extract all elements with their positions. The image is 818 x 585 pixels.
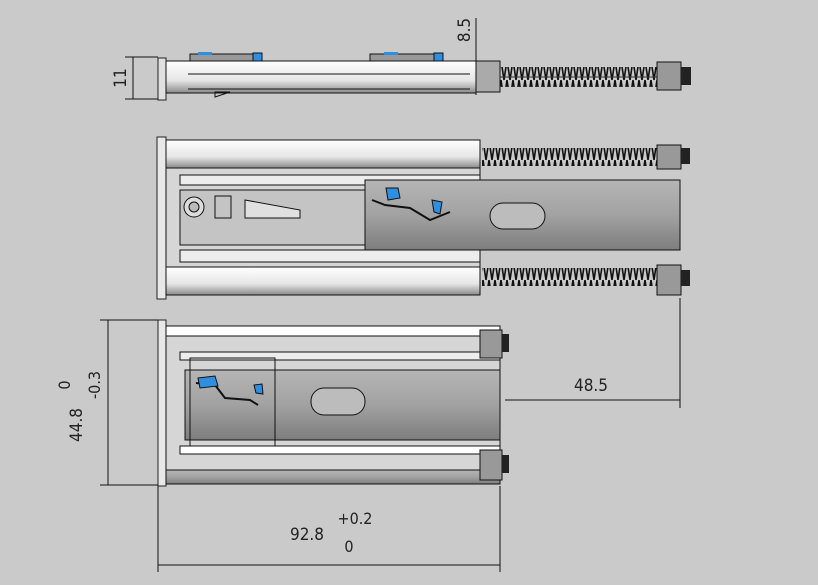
front-view-retracted bbox=[157, 319, 509, 487]
latch-icon bbox=[385, 187, 401, 201]
front-view-extended bbox=[156, 136, 690, 300]
dimension-length: 92.8 +0.2 0 bbox=[157, 486, 501, 572]
end-block bbox=[656, 144, 682, 170]
dim-44-8-upper-tol: 0 bbox=[55, 380, 74, 389]
spring-lower bbox=[482, 268, 658, 286]
dimension-extension: 48.5 bbox=[505, 298, 681, 408]
latch-icon bbox=[433, 52, 444, 62]
flange bbox=[156, 136, 167, 300]
end-cap bbox=[475, 60, 501, 93]
flange bbox=[157, 319, 167, 487]
dim-48-5-label: 48.5 bbox=[574, 376, 608, 396]
top-view bbox=[157, 52, 691, 101]
nut bbox=[681, 67, 691, 85]
end-block bbox=[479, 449, 503, 481]
dim-44-8-lower-tol: -0.3 bbox=[85, 371, 104, 399]
clip bbox=[189, 53, 263, 62]
latch-icon bbox=[197, 375, 219, 389]
dim-8-5-label: 8.5 bbox=[455, 18, 475, 42]
end-block bbox=[656, 264, 682, 296]
body bbox=[165, 60, 477, 94]
flange bbox=[157, 57, 167, 101]
end-block bbox=[479, 329, 503, 359]
latch-icon bbox=[253, 383, 264, 395]
slot bbox=[489, 202, 546, 230]
clip bbox=[369, 53, 443, 62]
spring-upper bbox=[482, 148, 658, 166]
dim-11-label: 11 bbox=[111, 68, 131, 87]
latch-icon bbox=[431, 199, 443, 215]
dim-92-8-label: 92.8 bbox=[290, 525, 324, 545]
latch-icon bbox=[384, 52, 398, 55]
latch-icon bbox=[198, 52, 212, 55]
dimension-width: 44.8 0 -0.3 bbox=[55, 319, 158, 486]
dim-92-8-upper-tol: +0.2 bbox=[338, 509, 373, 528]
dimension-height-top: 11 bbox=[111, 56, 158, 100]
dimension-offset-top: 8.5 bbox=[455, 18, 477, 95]
end-block bbox=[656, 61, 682, 91]
dim-44-8-label: 44.8 bbox=[67, 408, 87, 442]
slot bbox=[310, 387, 366, 416]
dim-92-8-lower-tol: 0 bbox=[344, 537, 353, 556]
latch-icon bbox=[252, 52, 263, 62]
